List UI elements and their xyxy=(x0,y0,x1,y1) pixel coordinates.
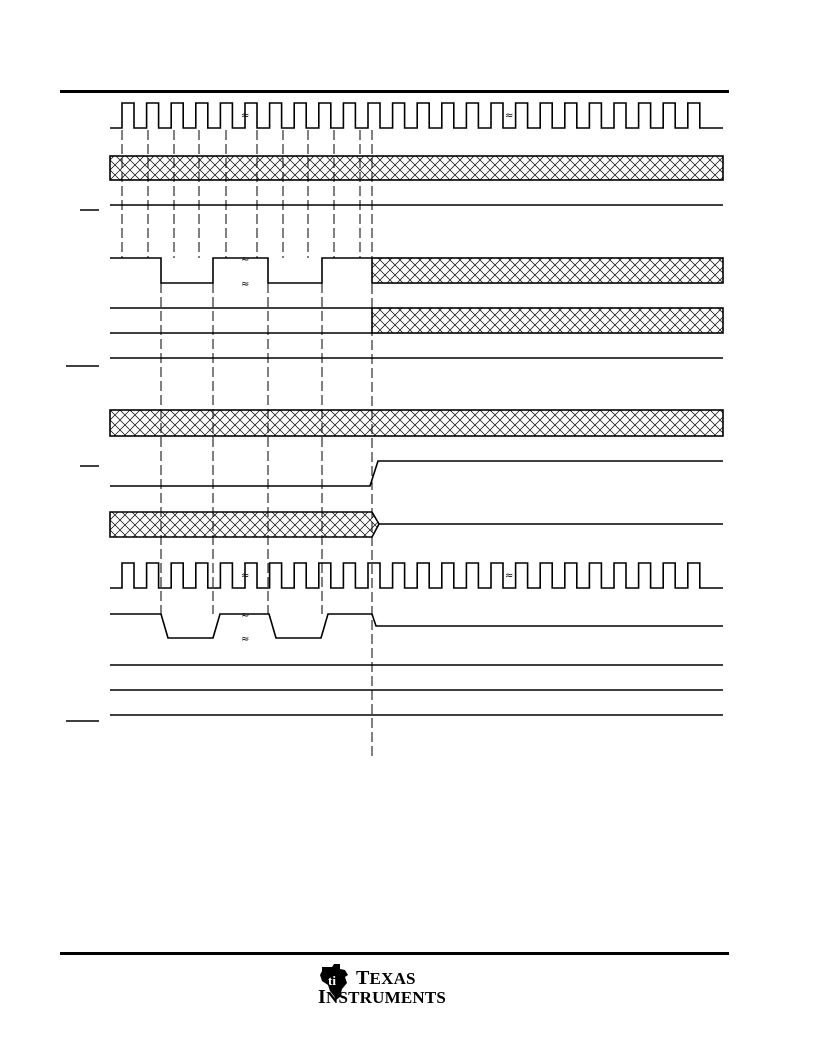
header-rule xyxy=(60,90,729,93)
clock-1-waveform-break-0: ≈ xyxy=(241,111,249,122)
logo-line1-rest: EXAS xyxy=(369,969,416,988)
data-1-break-0: ≈ xyxy=(241,254,249,265)
data-3-break-0: ≈ xyxy=(241,610,249,621)
bus-1-hatched xyxy=(109,155,724,181)
clock-2-waveform-break-1: ≈ xyxy=(505,571,513,582)
logo-text-line1: TEXAS xyxy=(356,967,416,989)
clock-1-waveform-break-1: ≈ xyxy=(505,111,513,122)
bus-3-hatched xyxy=(109,511,380,538)
active-low-3-waveform xyxy=(110,460,723,487)
data-1-waveform xyxy=(110,257,372,284)
clock-2-waveform-break-0: ≈ xyxy=(241,571,249,582)
logo-text-line2: INSTRUMENTS xyxy=(318,987,446,1007)
data-2-hatched xyxy=(371,307,724,334)
ti-logo: ti TEXAS INSTRUMENTS xyxy=(318,963,468,1013)
data-1-hatched xyxy=(371,257,724,284)
ti-state-logo-icon: ti xyxy=(320,964,348,1000)
clock-1-waveform xyxy=(110,102,723,129)
svg-text:ti: ti xyxy=(328,973,336,988)
clock-2-waveform xyxy=(110,562,723,589)
bus-2-hatched xyxy=(109,409,724,437)
logo-line2-word: INSTRUMENTS xyxy=(318,986,447,1008)
data-3-break-1: ≈ xyxy=(241,634,249,645)
data-1-break-1: ≈ xyxy=(241,279,249,290)
data-3-waveform xyxy=(110,613,723,639)
footer-rule xyxy=(60,952,729,955)
